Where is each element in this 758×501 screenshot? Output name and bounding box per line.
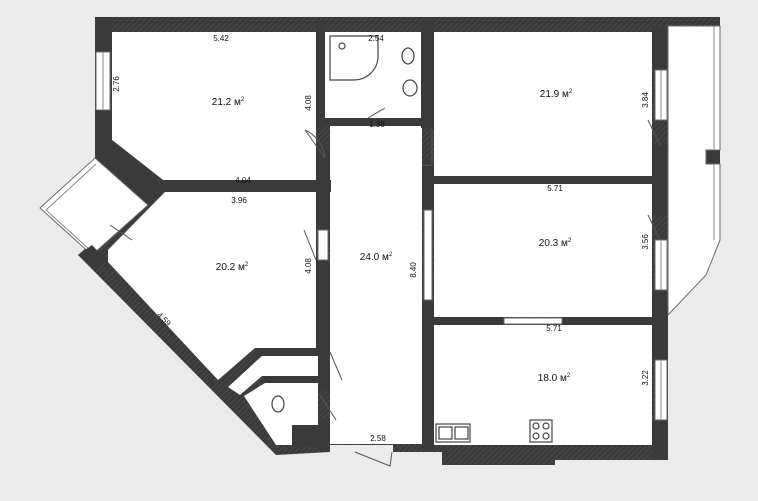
balcony-right [667,25,721,317]
dim-3-56: 3.56 [641,234,650,250]
dim-5-42: 5.42 [213,34,229,43]
balconies [39,25,721,317]
dim-3-84: 3.84 [641,92,650,108]
window-bedroom-gap [317,229,329,261]
room-interiors [108,32,652,445]
dim-4-08-a: 4.08 [304,95,313,111]
dim-5-71-a: 5.71 [547,184,563,193]
wc-toilet-icon [271,395,285,413]
sink-icon [402,79,418,97]
fixtures [271,35,553,443]
window-hall-gap [423,209,433,301]
dim-1-38: 1.38 [369,120,385,129]
stove-icon [529,419,553,443]
area-label-top-right: 21.9 м2 [540,89,573,100]
dim-2-58: 2.58 [370,434,386,443]
toilet-icon [401,47,415,65]
dim-3-22: 3.22 [641,370,650,386]
room-mid-left-floor [108,192,316,380]
dim-3-96: 3.96 [231,196,247,205]
dim-8-40: 8.40 [409,262,418,278]
dim-4-04: 4.04 [235,176,251,185]
dimension-labels: 5.42 2.76 4.08 2.54 1.38 4.04 3.96 4.08 … [112,34,650,443]
windows [95,51,668,421]
dim-2-76: 2.76 [112,76,121,92]
hallway-floor [330,126,422,444]
wc-corridor-floor [228,356,318,395]
area-label-kitchen: 18.0 м2 [538,373,571,384]
area-label-hallway: 24.0 м2 [360,252,393,263]
room-top-left-floor [112,32,316,180]
window-kitchen-gap [503,317,563,325]
area-label-mid-right: 20.3 м2 [539,238,572,249]
dim-4-08-b: 4.08 [304,258,313,274]
area-labels: 21.2 м2 20.2 м2 24.0 м2 21.9 м2 20.3 м2 … [212,89,573,384]
interior-walls [95,17,720,460]
dim-5-71-b: 5.71 [546,324,562,333]
area-label-mid-left: 20.2 м2 [216,262,249,273]
area-label-top-left: 21.2 м2 [212,97,245,108]
room-top-right-floor [434,32,652,176]
room-mid-right-floor [434,184,652,317]
dim-2-54: 2.54 [368,34,384,43]
wc-floor [244,383,318,445]
balcony-left [39,157,149,256]
doors [109,107,661,467]
